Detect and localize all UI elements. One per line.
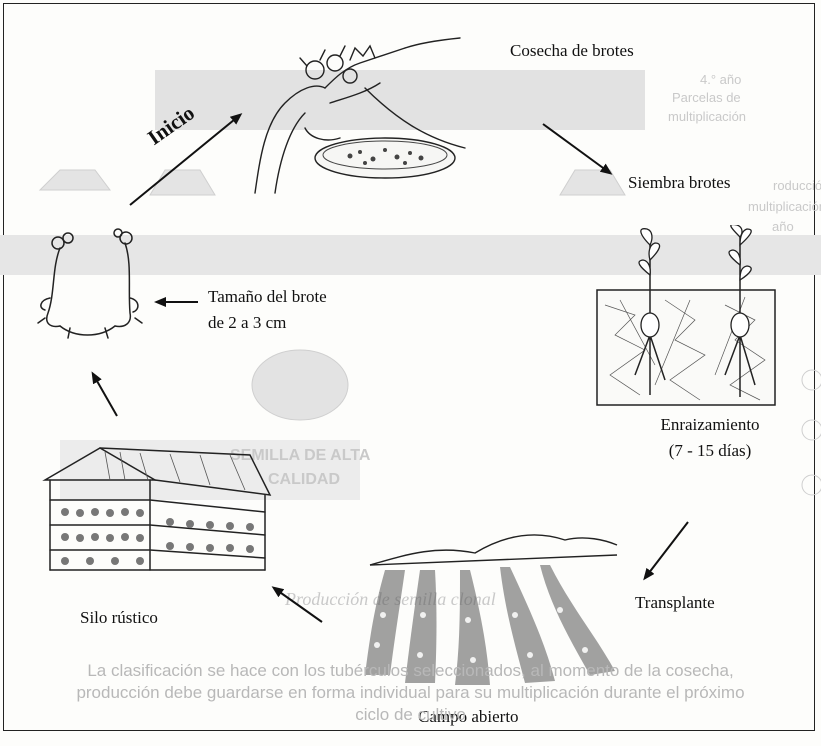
bg-paragraph-line-2: producción debe guardarse en forma indiv…	[0, 682, 821, 704]
sprout-size-illustration	[30, 228, 150, 358]
rooting-illustration	[595, 225, 780, 410]
sprout-size-label-line2: de 2 a 3 cm	[208, 312, 286, 334]
bg-paragraph-line-3: ciclo de cultivo	[0, 704, 821, 726]
bg-paragraph: La clasificación se hace con los tubércu…	[0, 660, 821, 726]
harvest-label: Cosecha de brotes	[510, 40, 634, 62]
silo-label: Silo rústico	[80, 607, 158, 629]
transplant-label: Transplante	[635, 592, 715, 614]
sprout-size-label-line1: Tamaño del brote	[208, 286, 327, 308]
rooting-label-line1: Enraizamiento	[640, 414, 780, 436]
sow-label: Siembra brotes	[628, 172, 730, 194]
harvest-illustration	[245, 28, 515, 198]
bg-paragraph-line-1: La clasificación se hace con los tubércu…	[0, 660, 821, 682]
rooting-label-line2: (7 - 15 días)	[640, 440, 780, 462]
rustic-silo-illustration	[30, 440, 275, 580]
